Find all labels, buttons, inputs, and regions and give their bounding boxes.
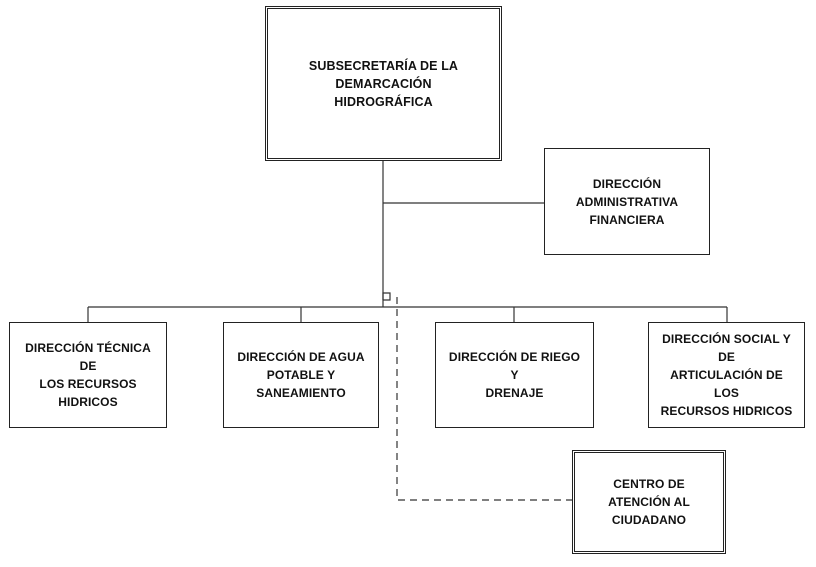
box-direccion-agua: DIRECCIÓN DE AGUA POTABLE Y SANEAMIENTO (223, 322, 379, 428)
box-direccion-tecnica: DIRECCIÓN TÉCNICA DE LOS RECURSOS HIDRIC… (9, 322, 167, 428)
box-direccion-social-label: DIRECCIÓN SOCIAL Y DE ARTICULACIÓN DE LO… (660, 332, 793, 418)
junction-jog (382, 292, 391, 301)
box-direccion-tecnica-label: DIRECCIÓN TÉCNICA DE LOS RECURSOS HIDRIC… (25, 341, 151, 409)
box-direccion-administrativa-label: DIRECCIÓN ADMINISTRATIVA FINANCIERA (575, 176, 679, 227)
box-direccion-riego-label: DIRECCIÓN DE RIEGO Y DRENAJE (448, 350, 581, 400)
box-direccion-administrativa: DIRECCIÓN ADMINISTRATIVA FINANCIERA (544, 148, 710, 255)
box-centro-atencion-label: CENTRO DE ATENCIÓN AL CIUDADANO (608, 477, 690, 527)
box-direccion-social: DIRECCIÓN SOCIAL Y DE ARTICULACIÓN DE LO… (648, 322, 805, 428)
box-subsecretaria: SUBSECRETARÍA DE LA DEMARCACIÓN HIDROGRÁ… (265, 6, 502, 161)
box-subsecretaria-label: SUBSECRETARÍA DE LA DEMARCACIÓN HIDROGRÁ… (308, 58, 459, 109)
box-centro-atencion: CENTRO DE ATENCIÓN AL CIUDADANO (572, 450, 726, 554)
box-direccion-riego: DIRECCIÓN DE RIEGO Y DRENAJE (435, 322, 594, 428)
box-direccion-agua-label: DIRECCIÓN DE AGUA POTABLE Y SANEAMIENTO (237, 350, 365, 400)
